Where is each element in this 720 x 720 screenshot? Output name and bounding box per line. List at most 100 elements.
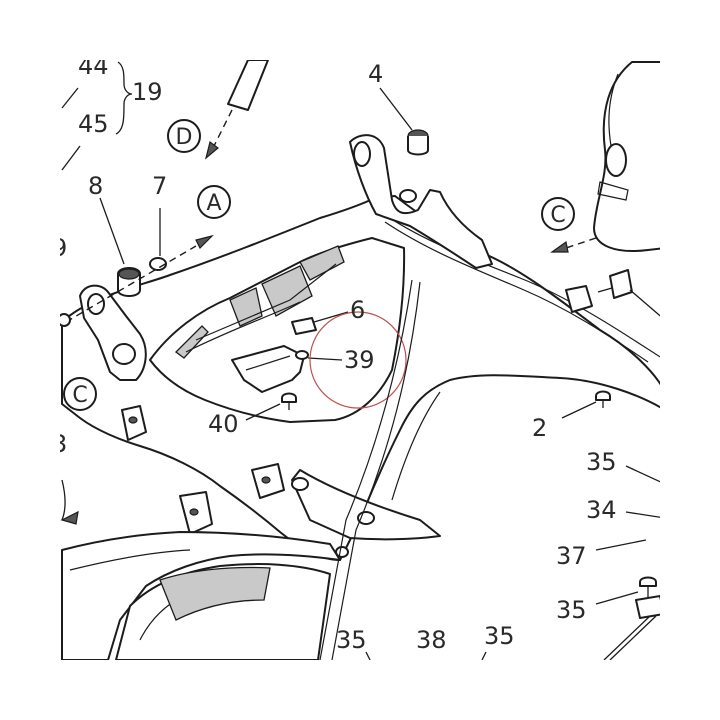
panel-upper-edge-inner — [384, 221, 649, 363]
frame-beam-2 — [331, 281, 421, 660]
left-arm-boss — [112, 343, 136, 365]
lip-hole-1 — [291, 477, 309, 491]
cavity-detail-line — [195, 263, 337, 341]
screw-35b — [639, 576, 657, 587]
arrow-left-d — [60, 510, 79, 525]
cavity-detail-line-2 — [185, 301, 301, 353]
frame-beam-3 — [391, 391, 441, 501]
label-8: 8 — [88, 172, 103, 200]
part-left-edge — [61, 479, 66, 521]
label-2: 2 — [532, 414, 547, 442]
clip-tab-3-hole — [189, 508, 199, 516]
screw-40-head — [281, 392, 297, 403]
leader-8 — [99, 197, 125, 265]
cavity-rib-3 — [261, 265, 313, 317]
assembly-line-c — [565, 237, 597, 249]
label-19: 19 — [132, 78, 163, 106]
clip-tab-right-2 — [609, 269, 633, 299]
arrow-d — [204, 140, 219, 160]
clip-tab-2-hole — [261, 476, 271, 484]
leader-6 — [313, 311, 349, 323]
grommet-seat — [399, 189, 417, 203]
leader-34 — [625, 511, 660, 518]
rod-38 — [603, 615, 651, 660]
marker-a-circle — [197, 185, 231, 219]
marker-d: D — [176, 125, 193, 150]
clip-6 — [291, 317, 317, 335]
label-35b: 35 — [556, 596, 587, 624]
clip-leader-right — [629, 289, 660, 317]
label-6: 6 — [350, 296, 365, 324]
marker-a: A — [206, 191, 221, 216]
leader-45 — [61, 145, 81, 171]
assembly-line-d — [211, 109, 233, 151]
label-40: 40 — [208, 410, 239, 438]
leader-39 — [307, 357, 343, 361]
left-edge-washer — [60, 313, 71, 327]
marker-c-right-circle — [541, 197, 575, 231]
frame-beam-1 — [319, 279, 413, 660]
arrow-c — [550, 240, 569, 253]
rod-top — [227, 60, 269, 111]
bracket-19 — [115, 61, 133, 135]
clip-tab-right — [565, 285, 593, 313]
marker-d-circle — [167, 119, 201, 153]
lower-body-left — [61, 531, 341, 660]
label-3: 3 — [52, 430, 67, 458]
leader-40 — [245, 403, 281, 421]
top-mount-tab — [349, 134, 493, 269]
leader-37 — [595, 539, 647, 551]
bracket-39-fold — [245, 355, 291, 371]
leader-2 — [561, 401, 597, 419]
marker-c-left: C — [72, 383, 87, 408]
rod-38-edge — [609, 615, 657, 660]
upper-right-fairing — [593, 61, 660, 252]
leader-35a — [625, 465, 660, 483]
label-44: 44 — [78, 52, 109, 80]
lower-shadow — [159, 566, 271, 621]
arrow-a — [195, 234, 214, 250]
washer-7 — [149, 257, 167, 271]
cavity-rib-2 — [229, 287, 263, 327]
leader-4 — [379, 87, 413, 131]
inner-cavity — [149, 237, 406, 423]
left-arm-hole — [87, 293, 105, 315]
clip-tab-1-hole — [128, 416, 138, 424]
assembly-line-a — [65, 245, 197, 323]
label-37: 37 — [556, 542, 587, 570]
marker-c-right: C — [550, 203, 565, 228]
label-35d: 35 — [484, 622, 515, 650]
grommet-8-top — [118, 268, 140, 280]
cavity-rib-4 — [299, 245, 345, 281]
drawing-area: 44 45 19 4 8 7 9 6 39 40 2 3 35 34 37 35… — [52, 52, 660, 660]
label-35a: 35 — [586, 448, 617, 476]
leader-35d — [481, 651, 487, 660]
highlight-circle — [309, 311, 407, 409]
leader-44 — [61, 87, 79, 109]
fairing-bracket — [597, 181, 629, 201]
label-7: 7 — [152, 172, 167, 200]
panel-upper-edge — [377, 209, 660, 358]
screw-2 — [595, 390, 611, 401]
label-34: 34 — [586, 496, 617, 524]
leader-35b — [595, 591, 639, 605]
lower-body-contour — [69, 549, 191, 571]
grommet-4-body — [407, 136, 429, 156]
fairing-mount-hole — [605, 143, 627, 177]
label-4: 4 — [368, 60, 383, 88]
label-39: 39 — [344, 346, 375, 374]
lower-fastener — [335, 546, 349, 558]
label-9: 9 — [52, 234, 67, 262]
label-35c: 35 — [336, 626, 367, 654]
nut-39 — [295, 350, 309, 360]
leader-35c — [365, 651, 371, 660]
label-38: 38 — [416, 626, 447, 654]
marker-c-left-circle — [63, 377, 97, 411]
label-45: 45 — [78, 110, 109, 138]
mount-tab-hole — [353, 141, 371, 167]
bracket-38 — [635, 595, 660, 619]
clip-pin — [597, 287, 613, 293]
cavity-rib-1 — [175, 325, 209, 359]
